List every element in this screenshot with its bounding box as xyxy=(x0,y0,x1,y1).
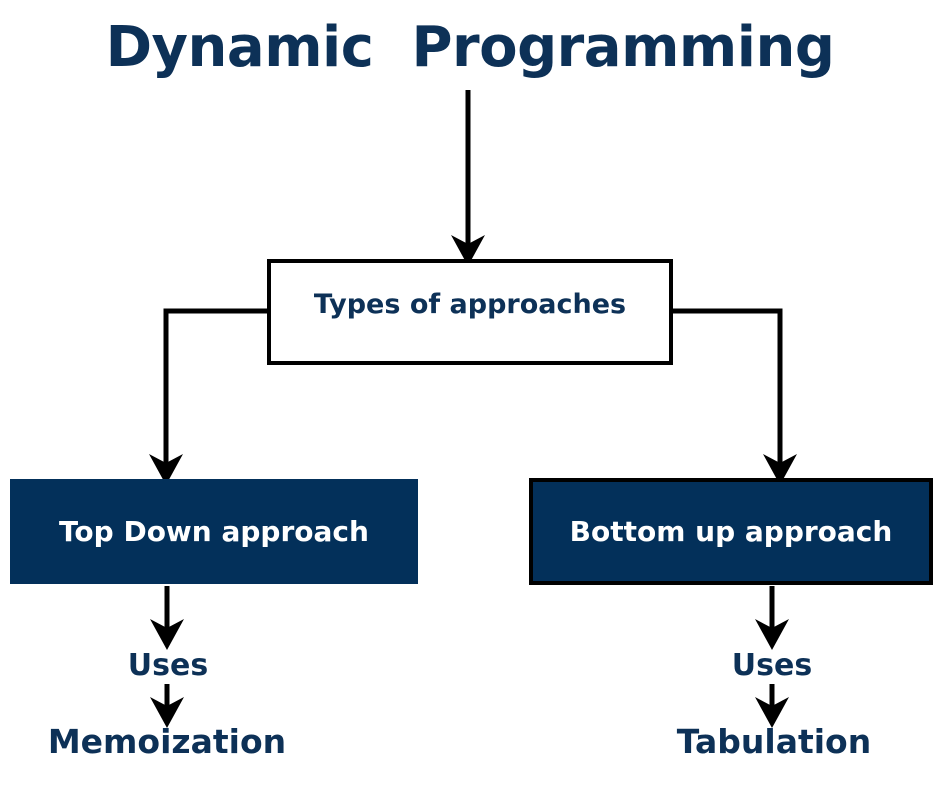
edge-types-to-topdown xyxy=(149,308,267,485)
node-top-down-approach-label: Top Down approach xyxy=(59,515,369,548)
label-uses-right: Uses xyxy=(731,648,813,683)
node-bottom-up-approach[interactable]: Bottom up approach xyxy=(529,478,933,585)
node-types-of-approaches-label: Types of approaches xyxy=(313,289,627,320)
page-title: Dynamic Programming xyxy=(105,15,835,80)
label-uses-left: Uses xyxy=(127,648,209,683)
node-bottom-up-approach-label: Bottom up approach xyxy=(569,515,893,548)
node-types-of-approaches[interactable]: Types of approaches xyxy=(267,259,673,365)
label-tabulation: Tabulation xyxy=(676,722,872,761)
node-top-down-approach[interactable]: Top Down approach xyxy=(10,479,418,584)
label-memoization: Memoization xyxy=(47,722,287,761)
edge-types-to-bottomup xyxy=(673,308,797,485)
